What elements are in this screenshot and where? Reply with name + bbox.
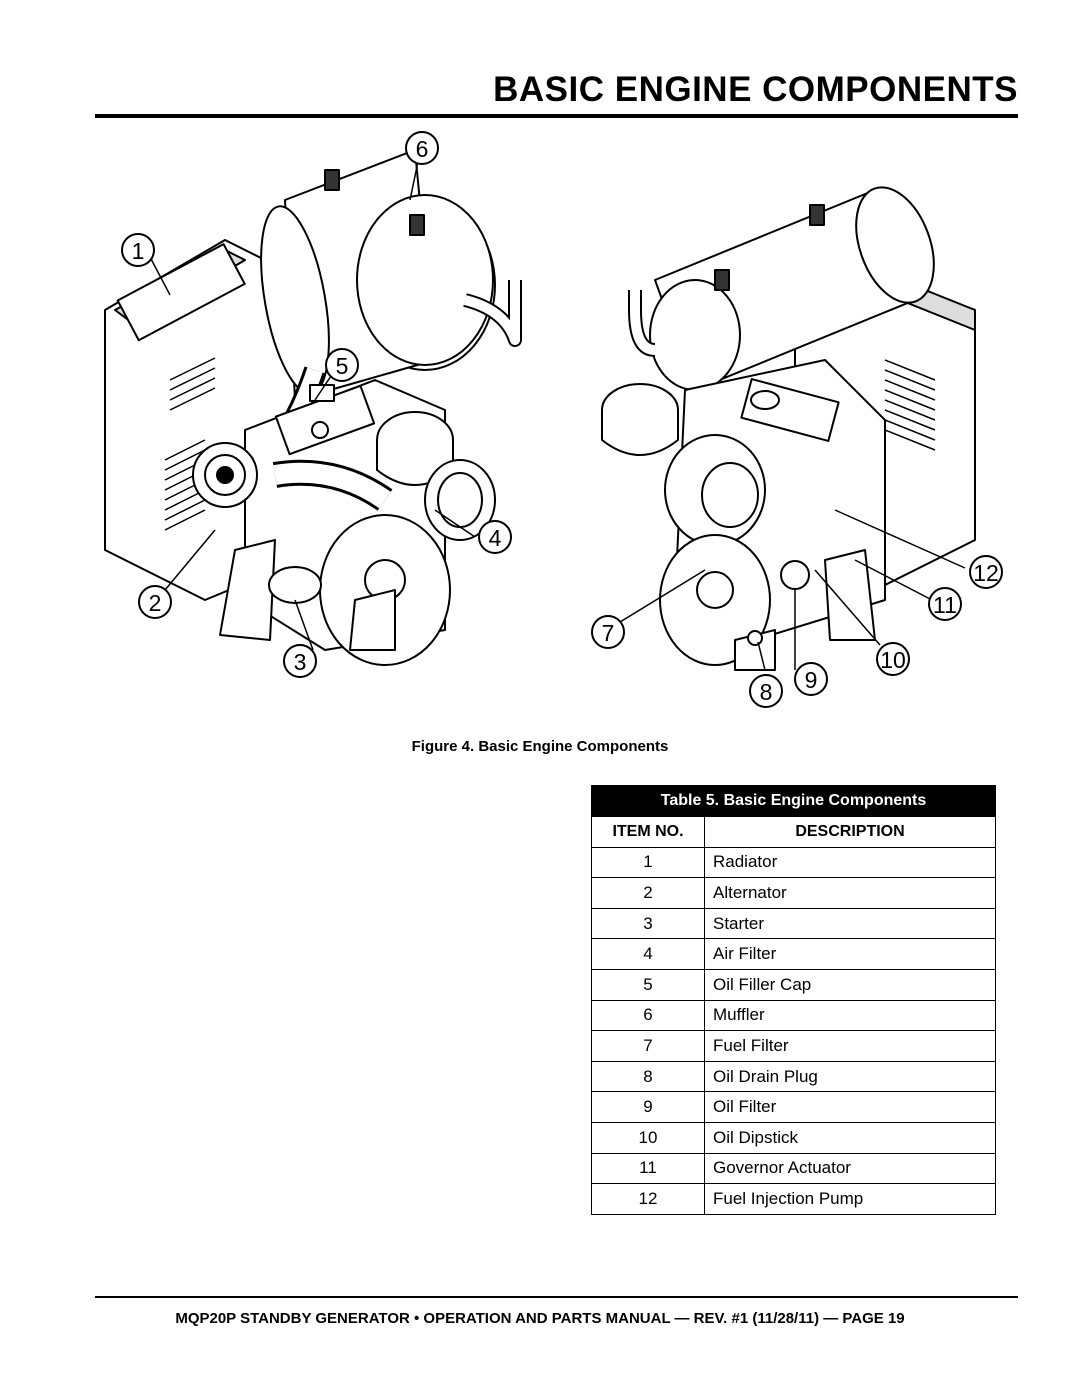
callout-2 [138, 585, 172, 619]
callout-label-5: 5 [336, 353, 349, 379]
item-number: 7 [591, 1030, 705, 1062]
item-description: Fuel Injection Pump [704, 1183, 996, 1215]
callout-label-1: 1 [132, 238, 145, 264]
item-description: Oil Filler Cap [704, 968, 996, 1001]
callout-1 [121, 233, 155, 267]
title-divider [95, 114, 1018, 118]
footer-divider [95, 1296, 1018, 1298]
callout-4 [478, 520, 512, 554]
callout-label-3: 3 [294, 649, 307, 675]
right-engine-view [601, 186, 976, 671]
components-table: Table 5. Basic Engine Components ITEM NO… [591, 785, 996, 1215]
item-no-header: ITEM NO. [591, 816, 705, 848]
callout-label-7: 7 [602, 620, 615, 646]
item-description: Air Filter [704, 938, 996, 970]
item-number: 12 [591, 1183, 705, 1215]
callout-label-4: 4 [489, 525, 502, 551]
callout-label-6: 6 [416, 136, 429, 162]
engine-components-illustration: 1 2 3 4 5 6 7 8 9 10 11 12 [104, 131, 1003, 708]
item-description: Muffler [704, 999, 996, 1032]
callout-label-8: 8 [760, 679, 773, 705]
item-description: Starter [704, 907, 996, 940]
table-caption: Table 5. Basic Engine Components [591, 785, 996, 817]
item-number: 10 [591, 1121, 705, 1154]
item-description: Oil Drain Plug [704, 1060, 996, 1093]
callout-12 [969, 555, 1003, 589]
item-number: 3 [591, 907, 705, 940]
item-number: 5 [591, 968, 705, 1001]
item-description: Alternator [704, 877, 996, 909]
callout-11 [928, 587, 962, 621]
item-description: Radiator [704, 846, 996, 879]
item-number: 2 [591, 877, 705, 909]
left-engine-view [104, 149, 522, 666]
item-description: Oil Filter [704, 1091, 996, 1123]
callout-3 [283, 644, 317, 678]
callout-6 [405, 131, 439, 165]
figure-caption: Figure 4. Basic Engine Components [411, 738, 669, 755]
callout-label-9: 9 [805, 667, 818, 693]
callout-8 [749, 674, 783, 708]
callout-7 [591, 615, 625, 649]
callout-9 [794, 662, 828, 696]
item-number: 9 [591, 1091, 705, 1123]
page-footer: MQP20P STANDBY GENERATOR • OPERATION AND… [175, 1310, 905, 1327]
item-description: Fuel Filter [704, 1030, 996, 1062]
item-number: 4 [591, 938, 705, 970]
item-number: 11 [591, 1152, 705, 1185]
callout-label-10: 10 [880, 647, 906, 673]
item-description: Oil Dipstick [704, 1121, 996, 1154]
item-number: 8 [591, 1060, 705, 1093]
callout-label-12: 12 [973, 560, 999, 586]
callout-label-11: 11 [933, 592, 957, 618]
description-header: DESCRIPTION [704, 816, 996, 848]
item-description: Governor Actuator [704, 1152, 996, 1185]
callout-10 [876, 642, 910, 676]
item-number: 1 [591, 846, 705, 879]
item-number: 6 [591, 999, 705, 1032]
page-title: BASIC ENGINE COMPONENTS [493, 70, 1018, 109]
callout-label-2: 2 [149, 590, 162, 616]
callout-5 [325, 348, 359, 382]
